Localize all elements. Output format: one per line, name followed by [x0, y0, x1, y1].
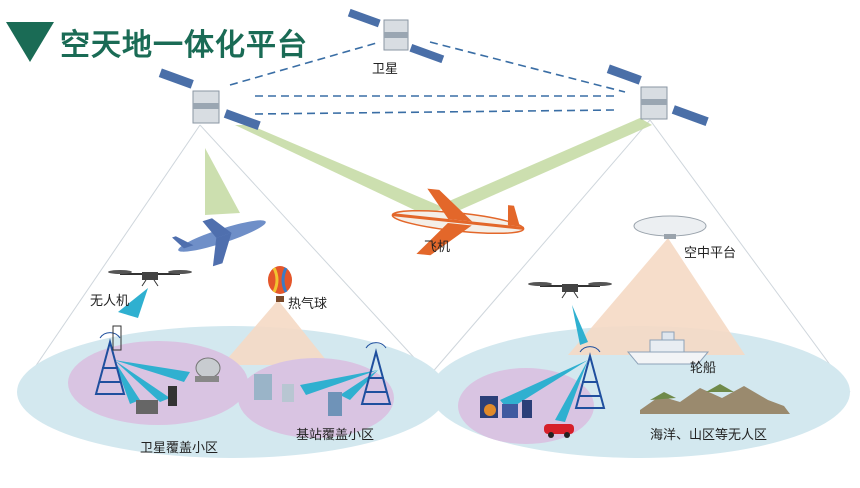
- label-satellite: 卫星: [372, 62, 399, 77]
- satellite-icon: [347, 8, 445, 64]
- tower-beam-2: [114, 360, 170, 402]
- laptop-icon: [136, 400, 158, 414]
- drone-beam-left: [118, 288, 148, 318]
- label-unmanned-areas: 海洋、山区等无人区: [650, 428, 768, 443]
- tower-icon: [574, 346, 606, 409]
- drone-icon: [528, 282, 612, 299]
- page-title: 空天地一体化平台: [60, 28, 308, 63]
- label-aircraft: 飞机: [424, 240, 451, 255]
- label-aerial-platform: 空中平台: [684, 246, 737, 261]
- page-title-block: 空天地一体化平台: [6, 14, 308, 70]
- buildings-icon: [254, 374, 342, 416]
- hot-air-balloon-icon: [268, 266, 292, 302]
- right-beam-1: [500, 360, 588, 410]
- drone-beam-right: [572, 305, 588, 345]
- airplane-icon: [172, 218, 266, 267]
- sat-beam-left: [205, 148, 240, 215]
- base-station-cell: [238, 358, 394, 438]
- title-triangle-icon: [6, 22, 54, 62]
- label-drone: 无人机: [90, 294, 130, 309]
- island-icon: [640, 384, 790, 414]
- satellite-icon: [606, 64, 709, 126]
- ship-icon: [626, 331, 710, 365]
- drone-icon: [108, 270, 192, 287]
- tower-icon: [94, 332, 126, 395]
- label-satellite-coverage-cell: 卫星覆盖小区: [140, 441, 219, 456]
- satellite-icon: [158, 68, 261, 130]
- tower-beam-1: [114, 360, 190, 382]
- car-icon: [544, 424, 574, 438]
- phone-icon: [168, 386, 177, 406]
- city-icon: [480, 396, 532, 418]
- sat-beam-plane-left: [235, 125, 445, 215]
- bs-beam-1: [300, 370, 378, 395]
- right-beam-2: [555, 360, 588, 422]
- label-base-station-coverage-cell: 基站覆盖小区: [296, 428, 375, 443]
- airship-icon: [633, 215, 707, 239]
- airplane-icon: [391, 188, 525, 256]
- aerial-platform-beam: [568, 238, 745, 355]
- tower-beam-3: [114, 360, 140, 404]
- label-hot-air-balloon: 热气球: [288, 297, 328, 312]
- balloon-beam: [222, 300, 330, 365]
- tower-icon: [360, 342, 392, 405]
- satellite-dish-icon: [195, 357, 221, 382]
- sat-beam-plane-right: [440, 118, 652, 210]
- label-ship: 轮船: [690, 361, 717, 376]
